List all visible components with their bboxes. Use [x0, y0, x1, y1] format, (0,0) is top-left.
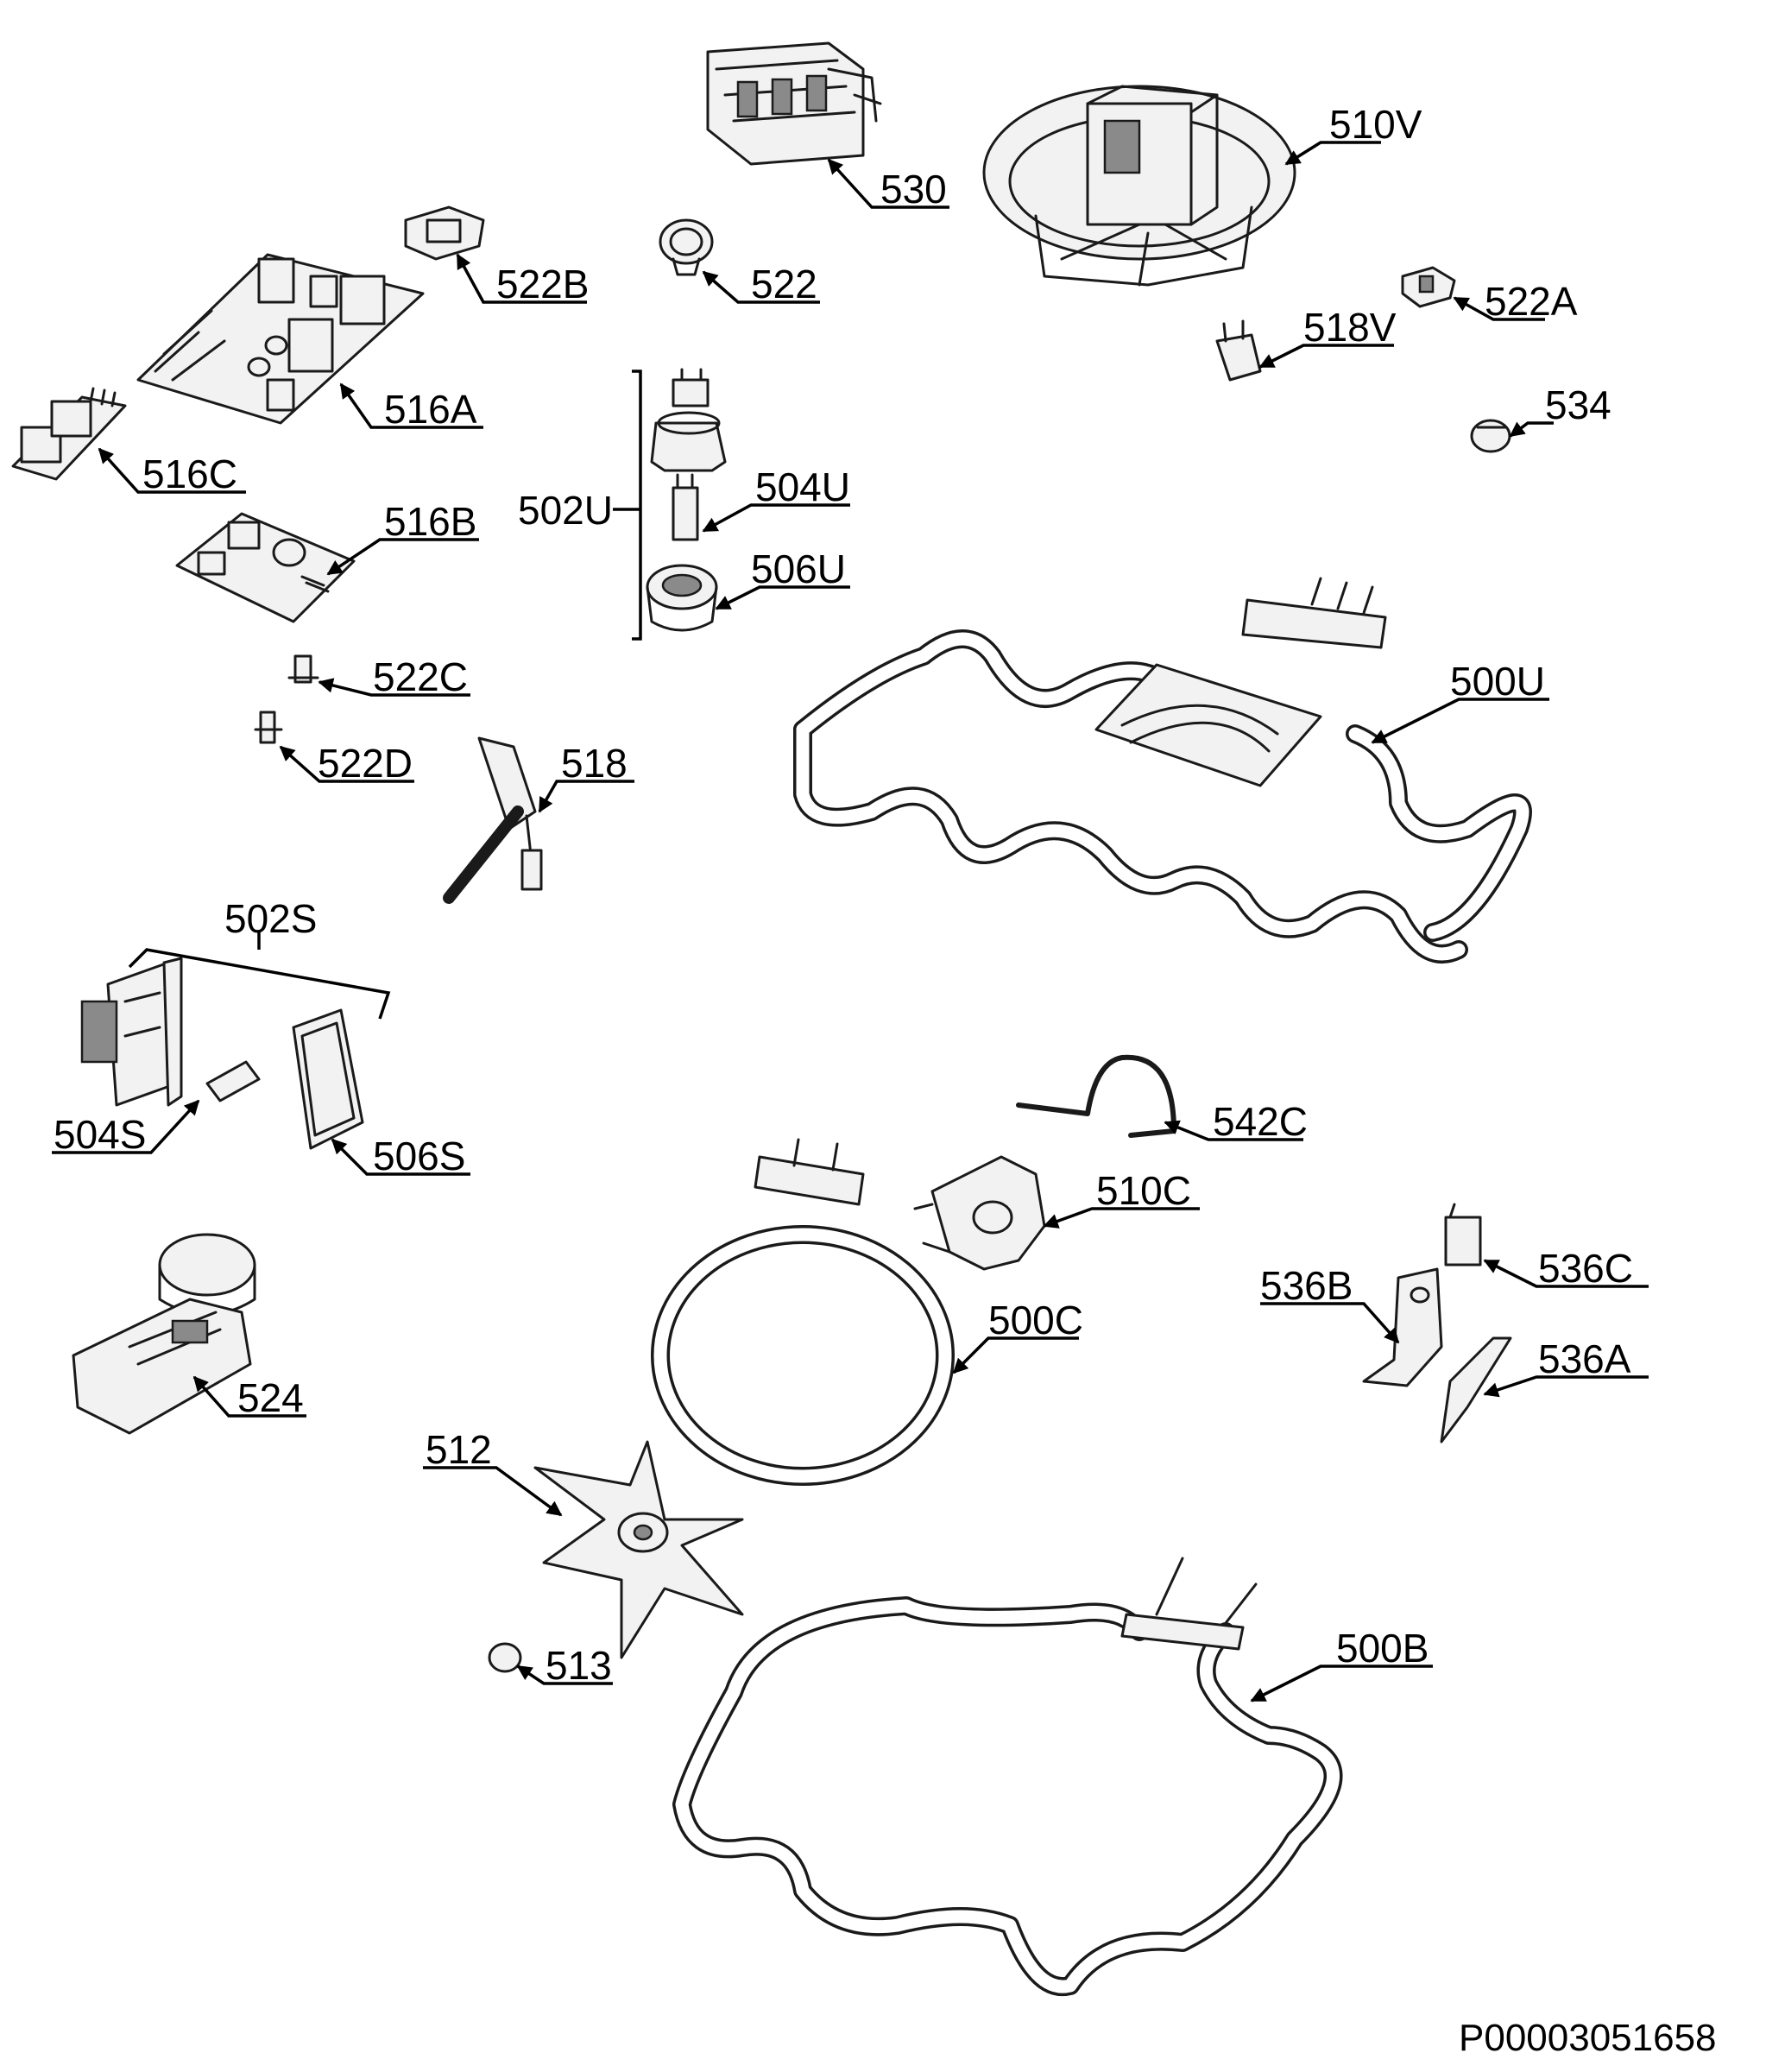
label-536B: 536B: [1260, 1263, 1353, 1308]
part-522A-clip[interactable]: [1401, 266, 1456, 308]
label-513: 513: [546, 1643, 612, 1688]
part-513-nut[interactable]: [488, 1642, 522, 1673]
label-518V: 518V: [1303, 305, 1397, 350]
label-522: 522: [751, 262, 817, 306]
label-516B: 516B: [384, 499, 476, 544]
part-516C-relay-board[interactable]: [11, 387, 127, 481]
part-500B-bottom-heater[interactable]: [672, 1557, 1343, 1997]
label-516C: 516C: [142, 452, 237, 496]
label-502U: 502U: [518, 488, 613, 533]
part-506S-cover[interactable]: [292, 1008, 364, 1150]
label-522B: 522B: [496, 262, 589, 306]
part-522B-bracket[interactable]: [404, 205, 485, 261]
label-534: 534: [1545, 382, 1611, 427]
part-536A-bracket[interactable]: [1440, 1336, 1512, 1443]
part-512-fan-blade[interactable]: [533, 1440, 744, 1659]
label-502S: 502S: [224, 896, 317, 941]
part-500U-top-heater[interactable]: [793, 577, 1532, 963]
part-510V-fan-motor[interactable]: [982, 85, 1296, 287]
part-502U-switch-assembly[interactable]: [650, 368, 727, 472]
label-524: 524: [237, 1375, 304, 1420]
part-542C-clip[interactable]: [1016, 1054, 1176, 1138]
label-510V: 510V: [1329, 102, 1422, 147]
label-536C: 536C: [1538, 1246, 1633, 1291]
part-534-lamp-cover[interactable]: [1470, 419, 1511, 453]
part-506U-knob[interactable]: [646, 564, 718, 632]
label-542C: 542C: [1213, 1099, 1308, 1144]
part-502S-switch-assembly[interactable]: [80, 957, 183, 1107]
part-500C-circular-heater[interactable]: [651, 1138, 955, 1486]
label-536A: 536A: [1538, 1336, 1631, 1381]
part-504S-connector[interactable]: [205, 1060, 261, 1102]
part-530-terminal-block[interactable]: [706, 41, 882, 166]
label-510C: 510C: [1096, 1168, 1191, 1213]
label-516A: 516A: [384, 387, 477, 432]
label-530: 530: [880, 167, 947, 212]
part-536B-bracket[interactable]: [1362, 1267, 1443, 1387]
label-504S: 504S: [54, 1112, 146, 1157]
callout-labels: 530 510V 522B 522 522A 518V 516A 534 516…: [54, 102, 1717, 2059]
part-518-temperature-probe[interactable]: [443, 736, 543, 904]
part-536C-microswitch[interactable]: [1444, 1203, 1482, 1267]
label-522A: 522A: [1485, 279, 1578, 324]
drawing-code: P00003051658: [1459, 2017, 1717, 2059]
label-518: 518: [561, 741, 628, 786]
part-522D-pin[interactable]: [254, 711, 283, 744]
part-504U-connector[interactable]: [672, 473, 699, 541]
label-500B: 500B: [1336, 1626, 1429, 1671]
part-510C-motor[interactable]: [913, 1155, 1046, 1271]
part-518V-thermostat[interactable]: [1215, 319, 1262, 382]
label-506U: 506U: [751, 546, 846, 591]
label-500U: 500U: [1450, 659, 1545, 704]
part-524-programmer[interactable]: [72, 1233, 256, 1435]
label-522C: 522C: [373, 654, 468, 699]
part-522C-pin[interactable]: [287, 654, 319, 684]
part-516A-main-board[interactable]: [136, 253, 425, 425]
label-500C: 500C: [988, 1298, 1083, 1342]
leader-lines: [52, 141, 1649, 1702]
label-504U: 504U: [755, 464, 850, 509]
label-512: 512: [426, 1427, 492, 1472]
part-522-lamp-holder[interactable]: [659, 218, 714, 276]
label-506S: 506S: [373, 1134, 465, 1178]
part-516B-control-board[interactable]: [175, 512, 356, 623]
label-522D: 522D: [318, 741, 413, 786]
